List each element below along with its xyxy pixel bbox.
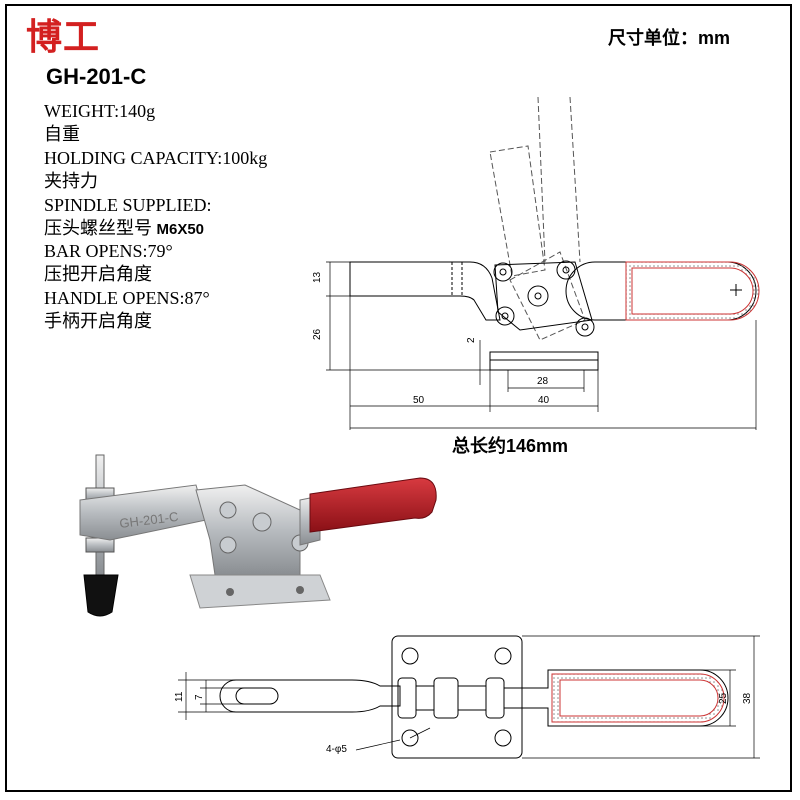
dim-28: 28 — [537, 376, 549, 387]
dim-40: 40 — [538, 395, 550, 406]
model-number: GH-201-C — [46, 64, 147, 89]
dim-7: 7 — [194, 694, 205, 700]
dim-38: 38 — [742, 692, 753, 704]
spec-capacity-cn: 夹持力 — [44, 171, 98, 191]
dim-25: 25 — [718, 692, 729, 704]
drawing-frame — [5, 4, 792, 792]
spec-bar-cn: 压把开启角度 — [44, 264, 152, 284]
unit-label: 尺寸单位：mm — [608, 28, 731, 48]
spec-spindle-value: M6X50 — [156, 221, 205, 238]
spec-capacity: HOLDING CAPACITY:100kg — [44, 148, 268, 168]
dim-50: 50 — [413, 395, 425, 406]
spec-weight: WEIGHT:140g — [44, 101, 156, 121]
spec-spindle-cn: 压头螺丝型号 — [44, 218, 152, 238]
dim-11: 11 — [174, 691, 185, 702]
brand-logo: 博工 — [26, 16, 101, 57]
spec-weight-cn: 自重 — [44, 124, 80, 144]
dim-26: 26 — [312, 328, 323, 340]
total-length-label: 总长约146mm — [452, 436, 569, 456]
dim-2: 2 — [466, 337, 477, 343]
spec-spindle-cn-row: 压头螺丝型号 M6X50 — [44, 217, 204, 241]
spec-spindle: SPINDLE SUPPLIED: — [44, 195, 212, 215]
dim-13: 13 — [312, 271, 323, 283]
dim-holes: 4-φ5 — [326, 744, 347, 755]
spec-handle: HANDLE OPENS:87° — [44, 288, 210, 308]
spec-bar: BAR OPENS:79° — [44, 241, 173, 261]
spec-handle-cn: 手柄开启角度 — [44, 311, 152, 331]
bar-engraving: GH-201-C — [119, 509, 180, 531]
